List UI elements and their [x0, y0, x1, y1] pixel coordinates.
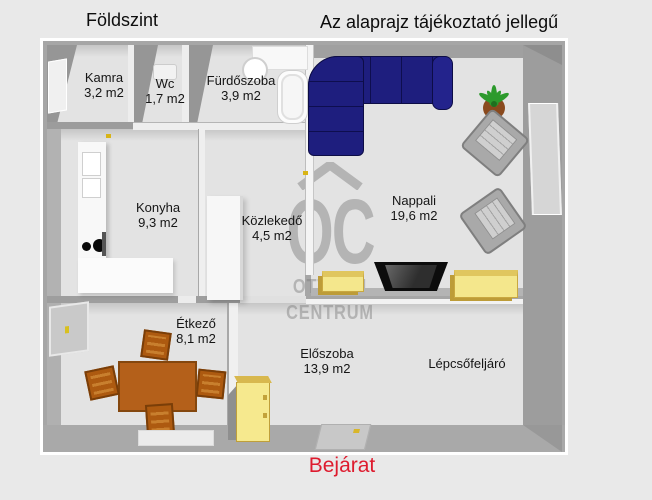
room-label-furdoszoba: Fürdőszoba 3,9 m2	[181, 73, 301, 103]
dining-chair	[195, 368, 227, 400]
wall	[305, 45, 314, 275]
yellow-box	[322, 271, 364, 292]
corner-sofa	[308, 56, 453, 156]
room-name: Közlekedő	[241, 213, 303, 228]
watermark-monogram: OC	[286, 181, 375, 283]
room-name: Konyha	[135, 200, 181, 215]
entrance-door	[314, 424, 372, 450]
wall	[523, 45, 562, 425]
room-area: 3,9 m2	[221, 88, 261, 103]
wall	[128, 45, 134, 122]
page-title: Földszint	[86, 10, 159, 30]
wall	[198, 129, 205, 296]
room-label-kozlekedo: Közlekedő 4,5 m2	[212, 213, 332, 243]
armchair-cushion	[474, 119, 518, 162]
wall	[47, 296, 178, 303]
bathroom-sink-icon	[242, 57, 268, 83]
bathtub	[277, 70, 308, 124]
tv	[374, 262, 448, 291]
stove-burner-icon	[82, 242, 91, 251]
room-label-eloszoba: Előszoba 13,9 m2	[267, 346, 387, 376]
door-handle-icon	[106, 134, 111, 138]
cabinet-handle	[102, 232, 106, 256]
tv-screen	[385, 265, 437, 288]
watermark-line2: CENTRUM	[286, 302, 374, 324]
door-opening	[178, 296, 196, 303]
wardrobe-top	[234, 376, 272, 383]
room-floor-eloszoba	[236, 303, 523, 425]
room-label-kamra: Kamra 3,2 m2	[44, 70, 164, 100]
room-label-wc: Wc 1,7 m2	[105, 76, 225, 106]
room-name: Előszoba	[300, 346, 354, 361]
wall	[43, 425, 565, 452]
wall	[311, 45, 523, 58]
door-handle-icon	[303, 171, 308, 175]
floor-plan: OC OTTHON CENTRUM	[40, 38, 568, 455]
room-name: Nappali	[391, 193, 437, 208]
room-label-etkezo: Étkező 8,1 m2	[136, 316, 256, 346]
room-name: Kamra	[84, 70, 124, 85]
wall	[47, 129, 61, 296]
room-area: 8,1 m2	[176, 331, 216, 346]
wardrobe-handle-icon	[263, 413, 267, 418]
wall	[47, 122, 133, 129]
kitchen-cabinet-column	[78, 142, 106, 258]
room-name: Lépcsőfeljáró	[428, 356, 506, 371]
kitchen-counter	[78, 258, 173, 293]
armchair-cushion	[474, 197, 516, 240]
hall-cabinet	[207, 196, 243, 300]
wall	[311, 288, 523, 296]
wall	[227, 303, 238, 425]
disclaimer-text: Az alaprajz tájékoztató jellegű	[320, 12, 559, 32]
room-area: 3,2 m2	[84, 85, 124, 100]
yellow-chest	[454, 270, 518, 298]
fridge-shelf	[82, 152, 101, 176]
wardrobe-handle-icon	[263, 395, 267, 400]
door-handle-icon	[352, 429, 360, 433]
room-area: 4,5 m2	[252, 228, 292, 243]
room-label-konyha: Konyha 9,3 m2	[98, 200, 218, 230]
dining-chair	[84, 365, 120, 401]
room-area: 13,9 m2	[303, 361, 351, 376]
room-name: Wc	[155, 76, 175, 91]
room-area: 1,7 m2	[145, 91, 185, 106]
wall	[306, 299, 523, 304]
wc-sink-icon	[153, 64, 177, 80]
wall	[133, 122, 306, 130]
fridge-shelf	[82, 178, 101, 198]
door-opening	[240, 296, 306, 303]
wardrobe	[234, 376, 272, 442]
entrance-label: Bejárat	[308, 454, 376, 477]
window-etkezo	[49, 301, 89, 357]
room-label-nappali: Nappali 19,6 m2	[354, 193, 474, 223]
wardrobe-shadow	[228, 384, 238, 440]
room-name: Fürdőszoba	[206, 73, 276, 88]
window-nappali	[528, 103, 562, 215]
sofa-armrest	[432, 56, 453, 110]
wall	[182, 45, 189, 122]
sofa-seat	[308, 56, 364, 156]
room-area: 19,6 m2	[390, 208, 438, 223]
window-handle-icon	[65, 326, 69, 334]
room-area: 9,3 m2	[138, 215, 178, 230]
room-label-lepcsofeljaro: Lépcsőfeljáró	[407, 356, 527, 371]
room-name: Étkező	[176, 316, 216, 331]
door-opening	[138, 430, 214, 446]
